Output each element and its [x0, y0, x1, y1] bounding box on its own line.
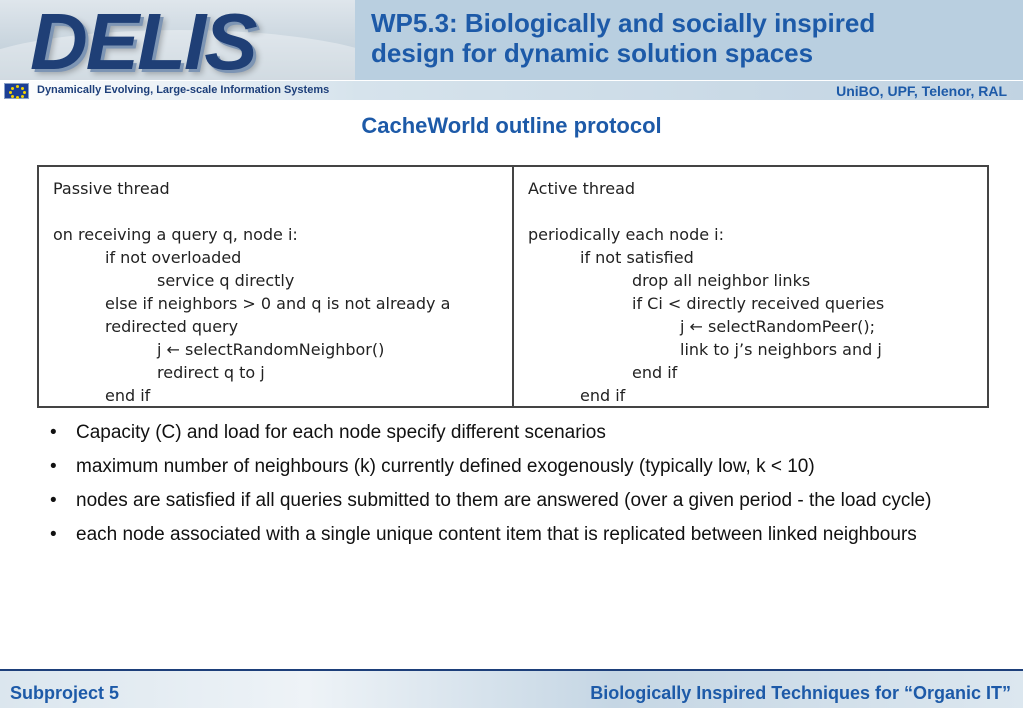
logo-area: DELIS: [0, 0, 355, 80]
protocol-table: Passive thread on receiving a query q, n…: [37, 165, 989, 408]
passive-line: on receiving a query q, node i:: [53, 225, 298, 244]
active-line: end if: [632, 363, 678, 382]
active-line: if not satisfied: [580, 248, 694, 267]
passive-line: redirect q to j: [157, 363, 265, 382]
header-partners: UniBO, UPF, Telenor, RAL: [836, 83, 1007, 99]
passive-thread-column: Passive thread on receiving a query q, n…: [39, 167, 512, 406]
list-item: • nodes are satisfied if all queries sub…: [50, 488, 980, 514]
passive-line: end if: [105, 386, 151, 405]
bullet-marker: •: [50, 456, 57, 477]
passive-line: service q directly: [157, 271, 295, 290]
passive-line: j ← selectRandomNeighbor(): [157, 340, 385, 359]
passive-line: else if neighbors > 0 and q is not alrea…: [105, 294, 451, 313]
list-item: • each node associated with a single uni…: [50, 522, 980, 548]
list-item: • Capacity (C) and load for each node sp…: [50, 420, 980, 446]
passive-line: redirected query: [105, 317, 239, 336]
bullet-marker: •: [50, 490, 57, 511]
header-strip: Dynamically Evolving, Large-scale Inform…: [0, 80, 1023, 100]
header-title-line-2: design for dynamic solution spaces: [371, 38, 814, 68]
list-item-text: Capacity (C) and load for each node spec…: [76, 422, 606, 443]
active-thread-column: Active thread periodically each node i: …: [512, 167, 987, 406]
active-thread-heading: Active thread: [528, 179, 636, 198]
footer-divider: [0, 669, 1023, 671]
list-item-text: nodes are satisfied if all queries submi…: [76, 490, 932, 511]
active-line: if Ci < directly received queries: [632, 294, 885, 313]
active-line: link to j’s neighbors and j: [680, 340, 882, 359]
passive-line: if not overloaded: [105, 248, 242, 267]
list-item-text: each node associated with a single uniqu…: [76, 524, 917, 545]
list-item: • maximum number of neighbours (k) curre…: [50, 454, 980, 480]
header-title-area: WP5.3: Biologically and socially inspire…: [355, 0, 1023, 80]
header-tagline: Dynamically Evolving, Large-scale Inform…: [37, 84, 330, 96]
eu-flag-icon: [4, 83, 29, 99]
active-line: drop all neighbor links: [632, 271, 811, 290]
slide-footer: Subproject 5 Biologically Inspired Techn…: [0, 671, 1023, 708]
active-line: end if: [580, 386, 626, 405]
list-item-text: maximum number of neighbours (k) current…: [76, 456, 815, 477]
footer-topic: Biologically Inspired Techniques for “Or…: [590, 683, 1011, 703]
bullet-marker: •: [50, 524, 57, 545]
active-line: periodically each node i:: [528, 225, 724, 244]
slide-title: CacheWorld outline protocol: [361, 113, 662, 138]
delis-logo: DELIS: [30, 0, 258, 80]
footer-subproject: Subproject 5: [10, 683, 120, 703]
active-line: j ← selectRandomPeer();: [680, 317, 876, 336]
bullet-marker: •: [50, 422, 57, 443]
bullet-list: • Capacity (C) and load for each node sp…: [50, 420, 980, 556]
header-title-line-1: WP5.3: Biologically and socially inspire…: [371, 8, 876, 38]
passive-thread-heading: Passive thread: [53, 179, 170, 198]
slide-header: DELIS WP5.3: Biologically and socially i…: [0, 0, 1023, 100]
